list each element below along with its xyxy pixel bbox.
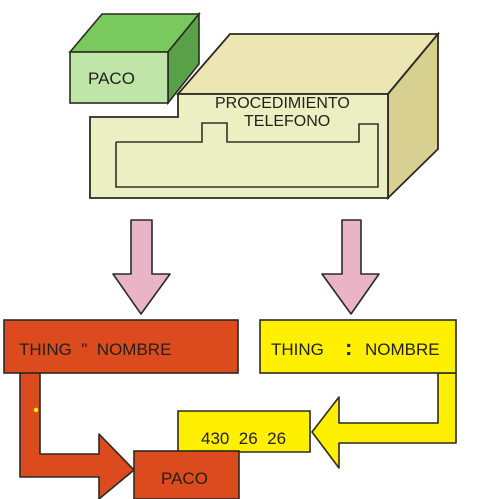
right-down-arrow <box>321 219 380 315</box>
procedure-title-line-2: TELEFONO <box>244 113 331 130</box>
right-instruction-label-left: THING <box>271 340 324 359</box>
procedure-title-line-1: PROCEDIMIENTO <box>215 95 350 112</box>
paco-input-block <box>68 11 201 106</box>
red-routing-arrow <box>19 372 135 499</box>
procedure-box-front <box>89 93 389 199</box>
result-name-box <box>133 450 240 499</box>
yellow-routing-arrow <box>311 372 457 469</box>
paco-input-label: PACO <box>88 69 135 88</box>
procedure-slot-outline <box>115 122 379 188</box>
paco-input-block-front <box>69 51 169 104</box>
left-down-arrow <box>112 219 171 315</box>
right-instruction-box <box>259 319 457 374</box>
procedure-box <box>89 31 440 201</box>
result-value-label: 430 26 26 <box>201 429 287 448</box>
right-instruction-symbol: : <box>345 335 353 360</box>
small-yellow-dot <box>33 407 39 413</box>
left-instruction-label: THING " NOMBRE <box>19 340 172 359</box>
result-name-label: PACO <box>161 469 208 488</box>
right-instruction-label-right: NOMBRE <box>365 340 440 359</box>
left-instruction-box <box>3 319 239 374</box>
